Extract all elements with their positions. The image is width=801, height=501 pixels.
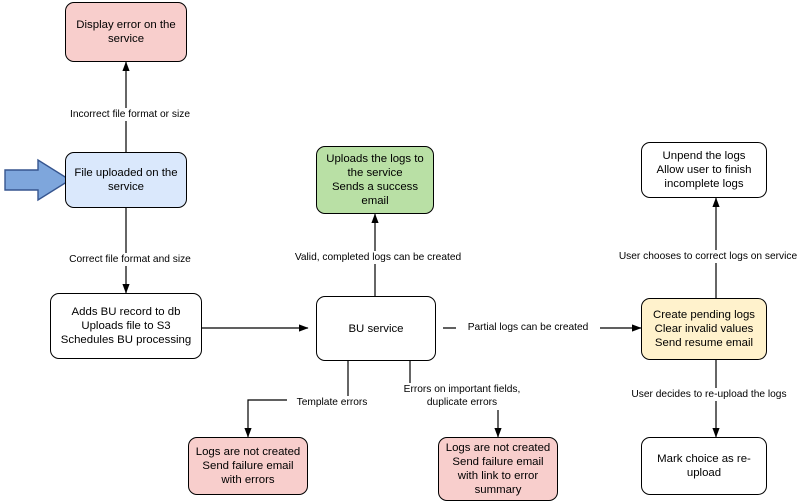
node-unpend-logs[interactable]: Unpend the logs Allow user to finish inc…: [641, 142, 767, 198]
edge-label-partial-logs: Partial logs can be created: [456, 321, 600, 334]
node-logs-not-created-2[interactable]: Logs are not created Send failure email …: [438, 437, 558, 501]
node-file-uploaded[interactable]: File uploaded on the service: [65, 152, 187, 208]
edge-label-correct-format: Correct file format and size: [56, 253, 204, 266]
edge-label-important-errors: Errors on important fields, duplicate er…: [392, 383, 532, 409]
node-create-pending[interactable]: Create pending logs Clear invalid values…: [641, 298, 767, 360]
edge-label-valid-logs: Valid, completed logs can be created: [282, 251, 474, 264]
edge-label-user-corrects: User chooses to correct logs on service: [609, 250, 801, 263]
entry-block-arrow: [4, 158, 72, 202]
node-mark-choice[interactable]: Mark choice as re- upload: [641, 437, 767, 495]
node-bu-service[interactable]: BU service: [316, 296, 436, 361]
node-logs-not-created-1[interactable]: Logs are not created Send failure email …: [188, 437, 308, 495]
edge-label-template-errors: Template errors: [287, 396, 377, 409]
node-display-error[interactable]: Display error on the service: [65, 2, 187, 62]
node-adds-bu-record[interactable]: Adds BU record to db Uploads file to S3 …: [50, 293, 202, 359]
edge-label-incorrect-format: Incorrect file format or size: [54, 108, 206, 121]
node-uploads-logs[interactable]: Uploads the logs to the service Sends a …: [316, 146, 434, 214]
edge-label-user-reuploads: User decides to re-upload the logs: [617, 388, 801, 401]
